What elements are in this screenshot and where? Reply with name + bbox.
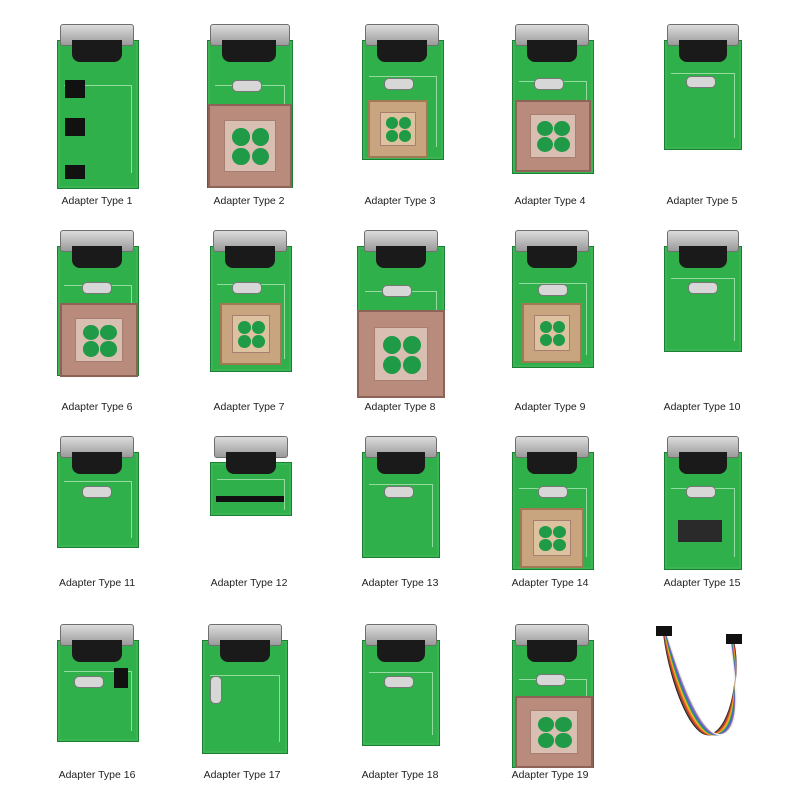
adapter-15-label: Adapter Type 15 — [663, 577, 741, 589]
adapter-4-label: Adapter Type 4 — [514, 195, 586, 207]
adapter-6-label: Adapter Type 6 — [61, 401, 133, 413]
adapter-18-label: Adapter Type 18 — [361, 769, 439, 781]
cable-connector-left — [656, 626, 672, 636]
adapter-17-label: Adapter Type 17 — [203, 769, 281, 781]
adapter-14-label: Adapter Type 14 — [511, 577, 589, 589]
adapter-16-label: Adapter Type 16 — [58, 769, 136, 781]
cable-connector-right — [726, 634, 742, 644]
plcc-socket — [220, 303, 282, 365]
adapter-5-label: Adapter Type 5 — [666, 195, 738, 207]
plcc-socket — [60, 303, 138, 377]
adapter-13-label: Adapter Type 13 — [361, 577, 439, 589]
adapter-8-label: Adapter Type 8 — [364, 401, 436, 413]
plcc-socket — [515, 696, 593, 768]
plcc-socket — [208, 104, 292, 188]
plcc-socket — [522, 303, 582, 363]
adapter-2-label: Adapter Type 2 — [213, 195, 285, 207]
adapter-10-label: Adapter Type 10 — [663, 401, 741, 413]
adapter-9-label: Adapter Type 9 — [514, 401, 586, 413]
ribbon-cable — [656, 626, 742, 736]
plcc-socket — [515, 100, 591, 172]
adapter-12-label: Adapter Type 12 — [210, 577, 288, 589]
plcc-socket — [357, 310, 445, 398]
adapter-11-label: Adapter Type 11 — [58, 577, 136, 589]
cable-wire — [666, 635, 737, 736]
adapter-1-label: Adapter Type 1 — [61, 195, 133, 207]
adapter-19-label: Adapter Type 19 — [511, 769, 589, 781]
adapter-7-label: Adapter Type 7 — [213, 401, 285, 413]
plcc-socket — [368, 100, 428, 158]
plcc-socket — [520, 508, 584, 568]
adapter-3-label: Adapter Type 3 — [364, 195, 436, 207]
